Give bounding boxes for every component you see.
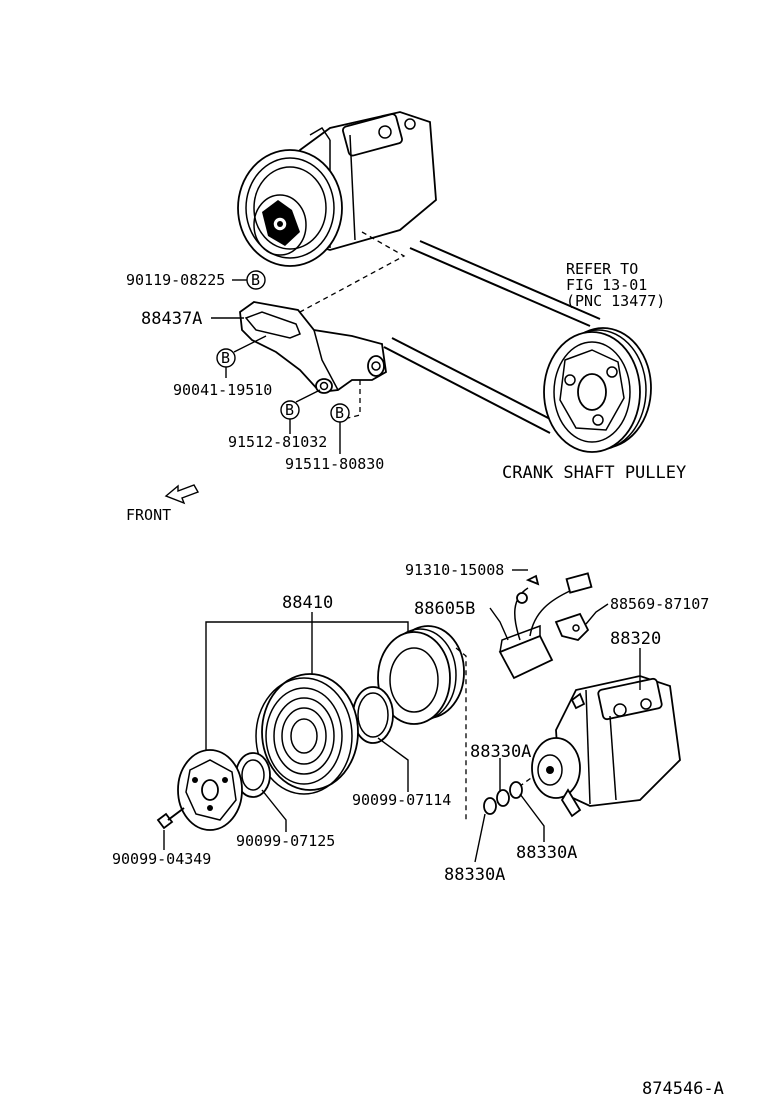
svg-text:B: B (221, 349, 230, 367)
b-marker-1: B (246, 270, 266, 290)
pressure-plate-icon (177, 749, 243, 831)
label-88605B: 88605B (414, 599, 475, 619)
wire-harness-icon (498, 572, 593, 680)
label-91512-81032: 91512-81032 (228, 433, 327, 451)
label-91511-80830: 91511-80830 (285, 455, 384, 473)
label-refer-line3: (PNC 13477) (566, 292, 665, 310)
svg-text:B: B (285, 401, 294, 419)
shim-88330a-3 (509, 781, 523, 799)
label-88330A-bottom: 88330A (444, 865, 505, 885)
label-88437A: 88437A (141, 309, 202, 329)
label-90119-08225: 90119-08225 (126, 271, 225, 289)
label-90099-07125: 90099-07125 (236, 832, 335, 850)
bolt-icon (156, 807, 185, 830)
b-marker-4: B (330, 403, 350, 423)
label-88569-87107: 88569-87107 (610, 595, 709, 613)
stator-icon (377, 625, 465, 725)
bracket-icon (239, 301, 387, 394)
clamp-icon (554, 612, 590, 641)
label-refer-line1: REFER TO (566, 260, 638, 278)
svg-text:B: B (251, 271, 260, 289)
label-90099-04349: 90099-04349 (112, 850, 211, 868)
front-arrow-icon (164, 484, 200, 505)
shim-88330a-2 (496, 789, 510, 807)
label-88410: 88410 (282, 593, 333, 613)
magnetic-clutch-icon (255, 673, 359, 795)
label-88330A-right: 88330A (516, 843, 577, 863)
svg-text:B: B (335, 404, 344, 422)
label-refer-line2: FIG 13-01 (566, 276, 647, 294)
label-90099-07114: 90099-07114 (352, 791, 451, 809)
label-91310-15008: 91310-15008 (405, 561, 504, 579)
b-marker-3: B (280, 400, 300, 420)
b-marker-2: B (216, 348, 236, 368)
label-90041-19510: 90041-19510 (173, 381, 272, 399)
label-front: FRONT (126, 506, 171, 524)
snap-ring-icon (352, 686, 394, 744)
label-crank-shaft-pulley: CRANK SHAFT PULLEY (502, 463, 686, 483)
label-88320: 88320 (610, 629, 661, 649)
crank-pulley-icon (543, 327, 652, 453)
compressor-icon (237, 111, 437, 267)
compressor-icon-lower (531, 675, 681, 818)
figure-id: 874546-A (642, 1079, 724, 1099)
drive-belt (383, 240, 601, 434)
label-88330A-top: 88330A (470, 742, 531, 762)
shim-88330a-1 (483, 797, 497, 815)
